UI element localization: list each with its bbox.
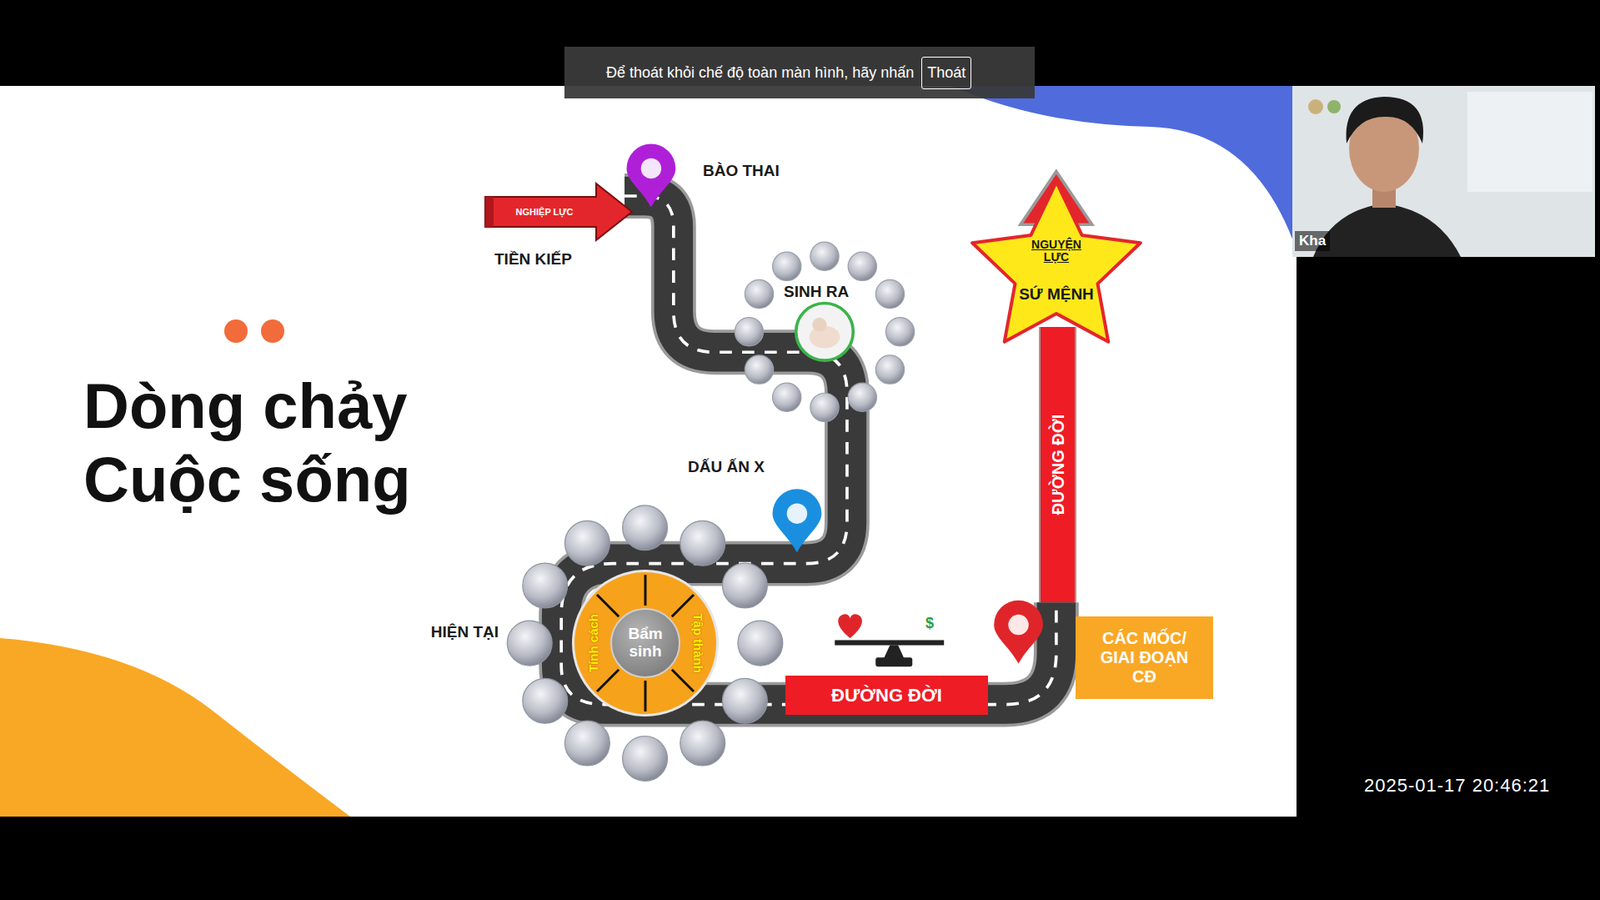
node-text: ĐƯỜNG ĐỜI bbox=[1048, 414, 1068, 516]
slide-title: Dòng chảy Cuộc sống bbox=[83, 369, 434, 517]
innate-wheel: Tính cách Tập thành Bẩm sinh bbox=[574, 571, 717, 714]
stage-label: DẤU ẤN X bbox=[687, 457, 765, 477]
life-road-band: ĐƯỜNG ĐỜI bbox=[785, 675, 989, 715]
participant-name: Kha bbox=[1294, 230, 1330, 251]
karma-arrow: NGHIỆP LỰC bbox=[483, 181, 634, 242]
node-text: CÁC MỐC/ GIAI ĐOẠN CĐ bbox=[1088, 628, 1200, 687]
node-text: Thoát bbox=[927, 64, 966, 82]
stage-label: SINH RA bbox=[783, 282, 849, 301]
node-text: Tính cách bbox=[586, 613, 601, 673]
money-sign: $ bbox=[925, 614, 934, 632]
stage-label: HIỆN TẠI bbox=[431, 622, 499, 642]
fullscreen-banner: Để thoát khỏi chế độ toàn màn hình, hãy … bbox=[564, 46, 1035, 99]
milestones-box: CÁC MỐC/ GIAI ĐOẠN CĐ bbox=[1075, 616, 1214, 699]
stage-label: TIỀN KIẾP bbox=[494, 250, 572, 269]
innate-core: Bẩm sinh bbox=[610, 607, 681, 678]
node-text: Bẩm sinh bbox=[620, 625, 671, 661]
node-text: NGUYỆN LỰC bbox=[1023, 238, 1090, 265]
node-text: Tập thành bbox=[691, 612, 706, 673]
node-text: SỨ MỆNH bbox=[966, 285, 1147, 304]
mission-star: NGUYỆN LỰC SỨ MỆNH bbox=[966, 181, 1147, 359]
node-text: NGHIỆP LỰC bbox=[493, 196, 596, 227]
life-road-vertical: ĐƯỜNG ĐỜI bbox=[1038, 326, 1077, 602]
node-text: ĐƯỜNG ĐỜI bbox=[831, 684, 943, 707]
stage-label: BÀO THAI bbox=[702, 161, 780, 181]
node-text: Để thoát khỏi chế độ toàn màn hình, hãy … bbox=[606, 64, 914, 82]
exit-button: Thoát bbox=[921, 56, 972, 90]
timestamp: 2025-01-17 20:46:21 bbox=[1364, 774, 1550, 797]
mission-star-outline bbox=[966, 181, 1147, 359]
